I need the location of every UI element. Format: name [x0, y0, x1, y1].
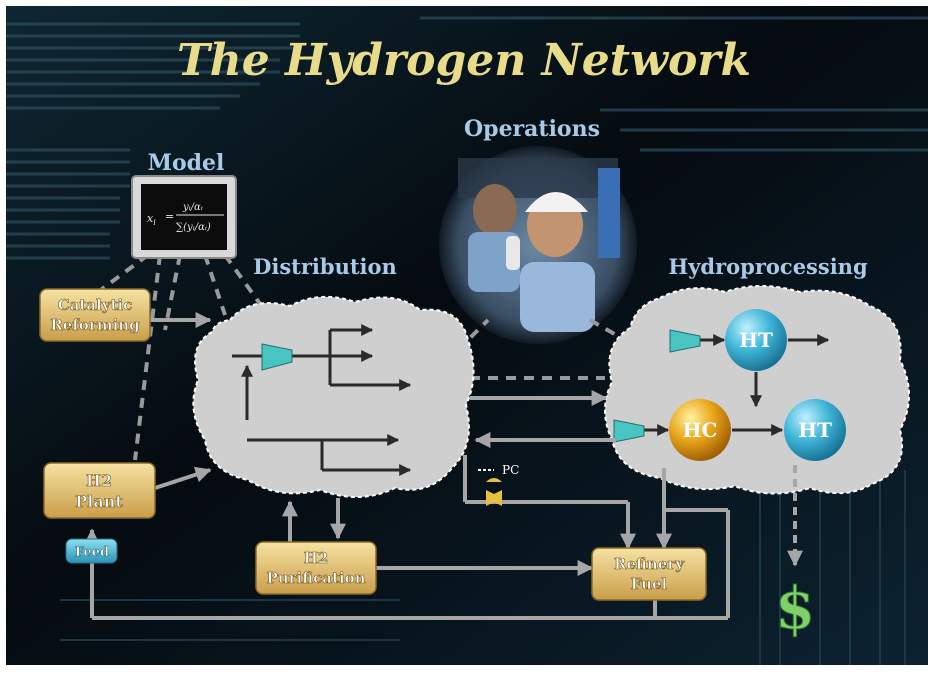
refinery-fuel-box: Refinery Fuel — [591, 547, 707, 601]
formula-denominator: ∑(yᵢ/αᵢ) — [176, 222, 211, 233]
formula-numerator: yᵢ/αᵢ — [182, 202, 203, 213]
unit-hc: HC — [669, 399, 731, 461]
svg-text:Reforming: Reforming — [50, 316, 140, 334]
svg-text:Refinery: Refinery — [614, 555, 685, 573]
distribution-label: Distribution — [253, 254, 397, 279]
distribution-cloud — [192, 295, 475, 499]
feed-box: Feed — [65, 538, 118, 564]
pc-valve-icon — [478, 469, 502, 506]
svg-text:Feed: Feed — [75, 545, 109, 560]
svg-text:HC: HC — [683, 418, 718, 442]
svg-text:H2: H2 — [304, 549, 329, 567]
compressor-top-icon — [669, 329, 701, 353]
hydroprocessing-label: Hydroprocessing — [668, 254, 868, 279]
model-computer-icon: xi = yᵢ/αᵢ ∑(yᵢ/αᵢ) — [131, 175, 237, 259]
pc-label: PC — [502, 463, 519, 477]
flow-arrows — [84, 312, 730, 620]
formula-lhs: xi — [147, 212, 156, 227]
catalytic-reforming-box: Catalytic Reforming — [39, 288, 151, 342]
svg-text:Catalytic: Catalytic — [58, 296, 132, 314]
formula-eq: = — [165, 210, 174, 223]
operations-label: Operations — [464, 116, 600, 142]
operations-photo — [439, 146, 637, 344]
background-stripes — [6, 16, 928, 260]
h2-plant-box: H2 Plant — [43, 462, 156, 519]
svg-text:Fuel: Fuel — [631, 575, 668, 593]
distribution-compressor-icon — [261, 343, 293, 371]
slide-title: The Hydrogen Network — [177, 35, 751, 86]
model-label: Model — [148, 150, 225, 176]
hydroprocessing-network — [644, 334, 830, 436]
svg-text:H2: H2 — [86, 471, 112, 490]
svg-text:HT: HT — [739, 328, 773, 352]
svg-text:Purification: Purification — [266, 569, 365, 587]
svg-text:Plant: Plant — [75, 492, 123, 511]
h2-purification-box: H2 Purification — [255, 541, 377, 595]
unit-ht-top: HT — [725, 309, 787, 371]
dollar-sign: $ — [775, 574, 815, 642]
unit-ht-right: HT — [784, 399, 846, 461]
compressor-bottom-icon — [613, 419, 645, 443]
distribution-network — [232, 324, 412, 476]
svg-text:HT: HT — [798, 418, 832, 442]
